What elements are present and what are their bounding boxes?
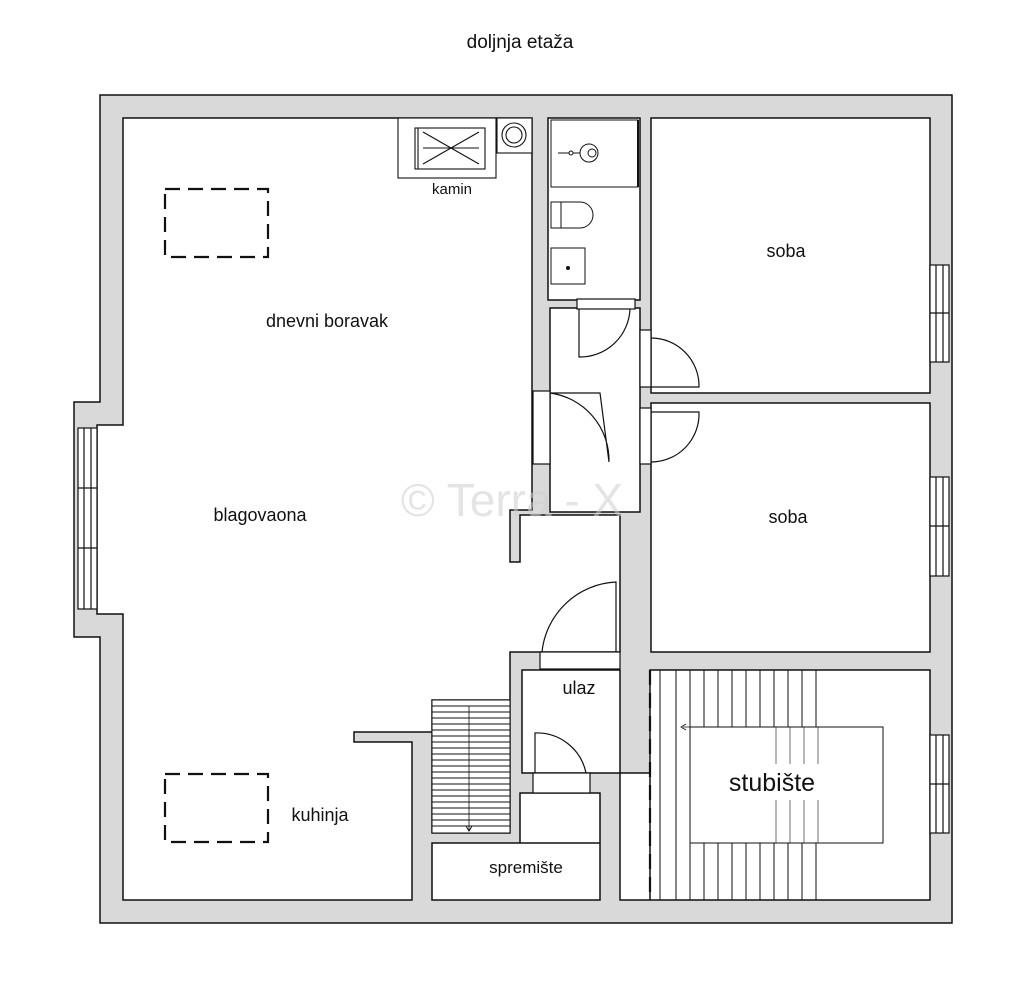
doors (532, 298, 700, 794)
label-entrance: ulaz (562, 678, 595, 698)
stairs-small (431, 699, 511, 834)
fireplace (397, 117, 533, 179)
label-kitchen: kuhinja (291, 805, 349, 825)
door-swing-storage (534, 732, 587, 774)
door-swing-bedroom-top (650, 337, 700, 388)
label-bedroom-top: soba (766, 241, 806, 261)
skylight-kitchen (163, 772, 270, 844)
label-staircase: stubište (729, 769, 815, 797)
label-bedroom-middle: soba (768, 507, 808, 527)
door-frame-entrance (539, 651, 621, 670)
label-storage: spremište (489, 858, 563, 877)
door-frame-storage (532, 772, 591, 794)
skylights (163, 187, 652, 900)
door-swing-entrance (541, 581, 617, 653)
label-living-room: dnevni boravak (266, 311, 389, 331)
door-swing-bedroom-middle (650, 411, 700, 463)
bathroom-fixtures (550, 119, 639, 285)
windows (77, 264, 950, 834)
watermark: © Terra - X (401, 474, 623, 526)
door-frame-bathroom (576, 298, 636, 310)
label-staircase-backdrop (716, 764, 826, 800)
label-dining-room: blagovaona (213, 505, 307, 525)
stairs-main (659, 670, 884, 900)
door-frame-bedroom-middle (639, 407, 652, 465)
door-swing-hall (549, 392, 610, 463)
plan-title: doljnja etaža (467, 32, 574, 53)
door-frame-bedroom-top (639, 329, 652, 388)
window-left (77, 427, 98, 610)
skylight-living (163, 187, 270, 259)
door-frame-hall (532, 390, 551, 465)
door-swing-bathroom (578, 308, 631, 358)
label-fireplace: kamin (432, 181, 472, 198)
